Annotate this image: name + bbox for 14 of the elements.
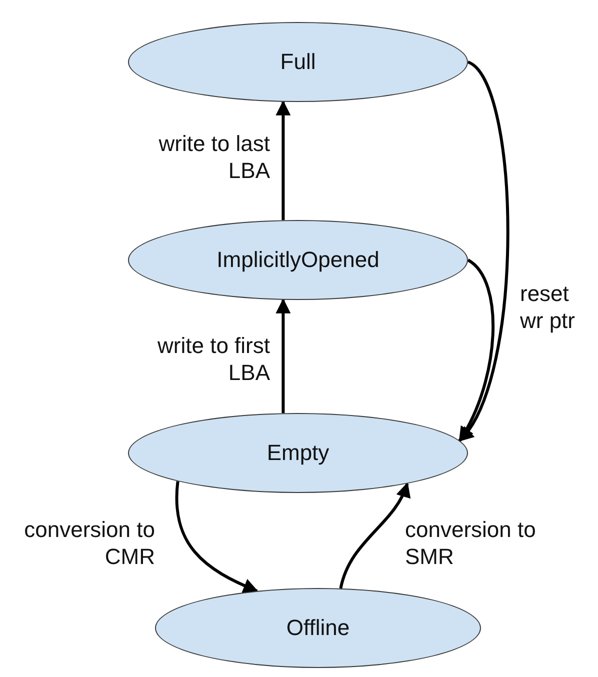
arrow	[339, 482, 410, 589]
state-label: Offline	[286, 615, 350, 641]
state-label: ImplicitlyOpened	[216, 247, 380, 273]
edge-label: conversion to CMR	[23, 516, 155, 570]
state-label: Empty	[266, 440, 330, 466]
edge-label: write to first LBA	[156, 332, 270, 386]
arrow	[458, 258, 494, 442]
arrow	[175, 481, 258, 593]
state-label: Full	[280, 49, 316, 75]
edge-label: write to last LBA	[158, 130, 270, 184]
edge-label: reset wr ptr	[520, 280, 576, 334]
edge-label: conversion to SMR	[405, 516, 537, 570]
arrow	[276, 100, 291, 220]
arrow	[276, 298, 291, 414]
